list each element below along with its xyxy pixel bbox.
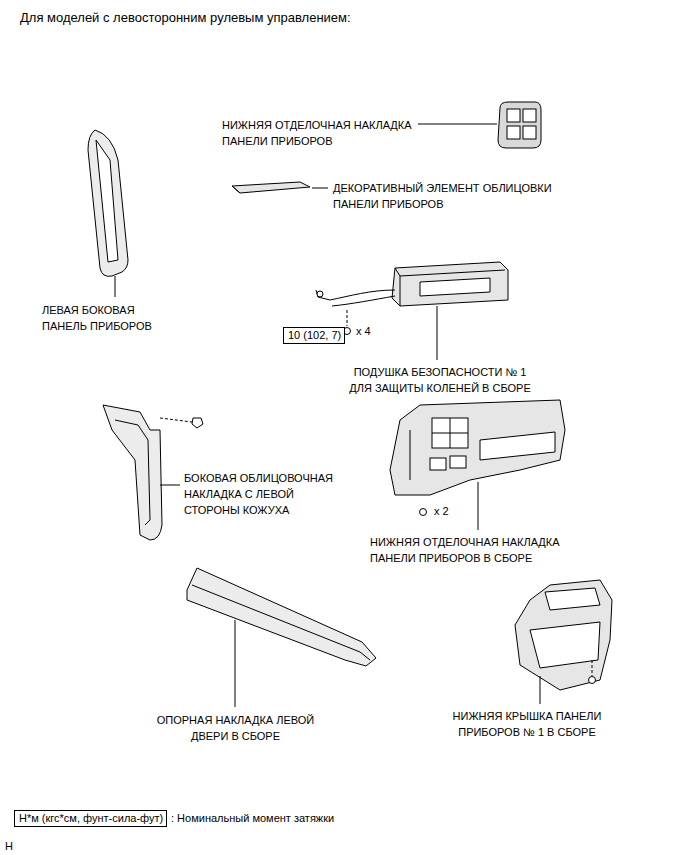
part-name: ПОДУШКА БЕЗОПАСНОСТИ № 1 ДЛЯ ЗАЩИТЫ КОЛЕ… (345, 364, 535, 396)
lower-cover (515, 580, 612, 704)
figure-code: H (5, 838, 25, 854)
part-name: НИЖНЯЯ ОТДЕЛОЧНАЯ НАКЛАДКА ПАНЕЛИ ПРИБОР… (370, 534, 585, 566)
knee-airbag (316, 262, 508, 360)
part-name: ДЕКОРАТИВНЫЙ ЭЛЕМЕНТ ОБЛИЦОВКИ ПАНЕЛИ ПР… (333, 180, 578, 212)
quantity: x 2 (434, 503, 464, 519)
torque-box: 10 (102, 7) (283, 327, 345, 344)
legend-text: : Номинальный момент затяжки (171, 810, 334, 826)
lower-panel (390, 400, 565, 530)
part-name: ОПОРНАЯ НАКЛАДКА ЛЕВОЙ ДВЕРИ В СБОРЕ (148, 712, 323, 744)
box-text: 10 (102, 7) (288, 329, 340, 342)
ornament-strip (232, 182, 328, 193)
heading: Для моделей с левосторонним рулевым упра… (20, 10, 351, 26)
part-name: ЛЕВАЯ БОКОВАЯ ПАНЕЛЬ ПРИБОРОВ (42, 302, 167, 334)
scuff-plate (187, 568, 376, 707)
bezel-part (418, 102, 541, 148)
part-name: БОКОВАЯ ОБЛИЦОВОЧНАЯ НАКЛАДКА С ЛЕВОЙ СТ… (184, 470, 344, 518)
part-name: НИЖНЯЯ ОТДЕЛОЧНАЯ НАКЛАДКА ПАНЕЛИ ПРИБОР… (222, 117, 437, 149)
box-text: Н*м (кгс*см, фунт-сила-фут) (19, 812, 162, 825)
side-panel (88, 130, 128, 297)
quantity: x 4 (356, 323, 386, 339)
legend-box: Н*м (кгс*см, фунт-сила-фут) (14, 810, 167, 827)
part-name: НИЖНЯЯ КРЫШКА ПАНЕЛИ ПРИБОРОВ № 1 В СБОР… (437, 708, 617, 740)
